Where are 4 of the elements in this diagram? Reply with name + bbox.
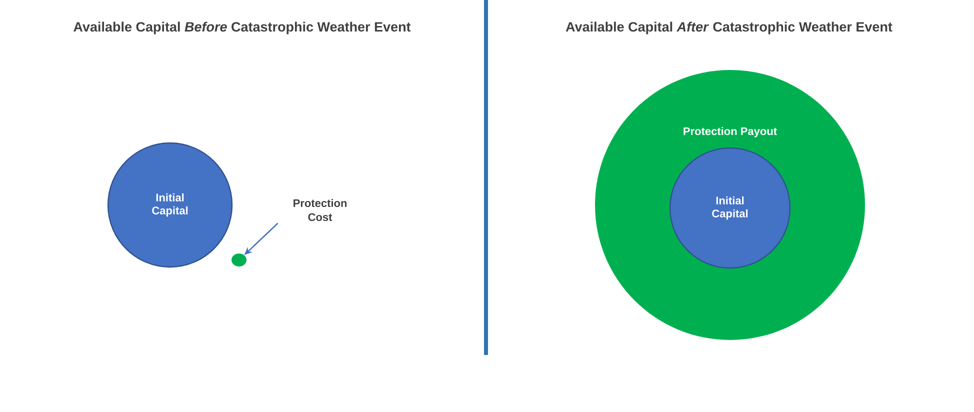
cost-label: Protection Cost (294, 198, 347, 222)
cost-dot (232, 254, 246, 266)
panel-heading: Available Capital Before Catastrophic Weather Event (74, 22, 411, 34)
panel-heading: Available Capital After Catastrophic Weather Event (566, 22, 892, 34)
